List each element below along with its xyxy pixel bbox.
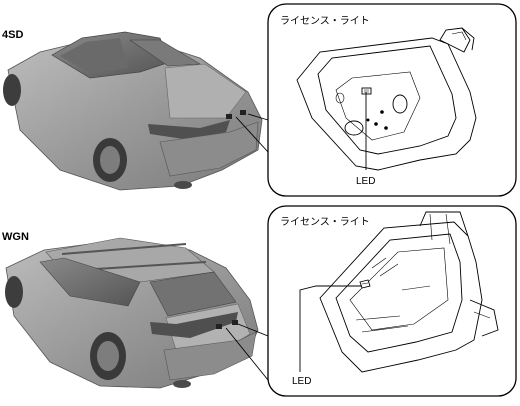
variant-label-wagon: WGN bbox=[2, 231, 29, 243]
panel-title-wagon: ライセンス・ライト bbox=[280, 216, 370, 228]
detail-panel-sedan bbox=[267, 3, 517, 197]
section-wagon: WGN bbox=[2, 205, 517, 397]
panel-title-sedan: ライセンス・ライト bbox=[280, 15, 370, 27]
wagon-car-illustration bbox=[5, 237, 259, 389]
led-callout-sedan: LED bbox=[356, 176, 375, 187]
leader-line-sedan-2 bbox=[247, 113, 269, 121]
detail-panel-wagon bbox=[267, 205, 517, 397]
section-sedan: 4SD bbox=[2, 3, 517, 197]
leader-line-wagon bbox=[225, 327, 269, 381]
license-light-unit-sedan bbox=[296, 27, 477, 171]
leader-line-wagon-2 bbox=[237, 323, 269, 337]
variant-label-sedan: 4SD bbox=[2, 29, 23, 41]
license-light-unit-wagon bbox=[319, 211, 499, 373]
sedan-car-illustration bbox=[3, 31, 263, 191]
leader-line-sedan bbox=[235, 116, 269, 153]
led-leader-wagon bbox=[299, 285, 362, 372]
led-callout-wagon: LED bbox=[292, 376, 311, 387]
